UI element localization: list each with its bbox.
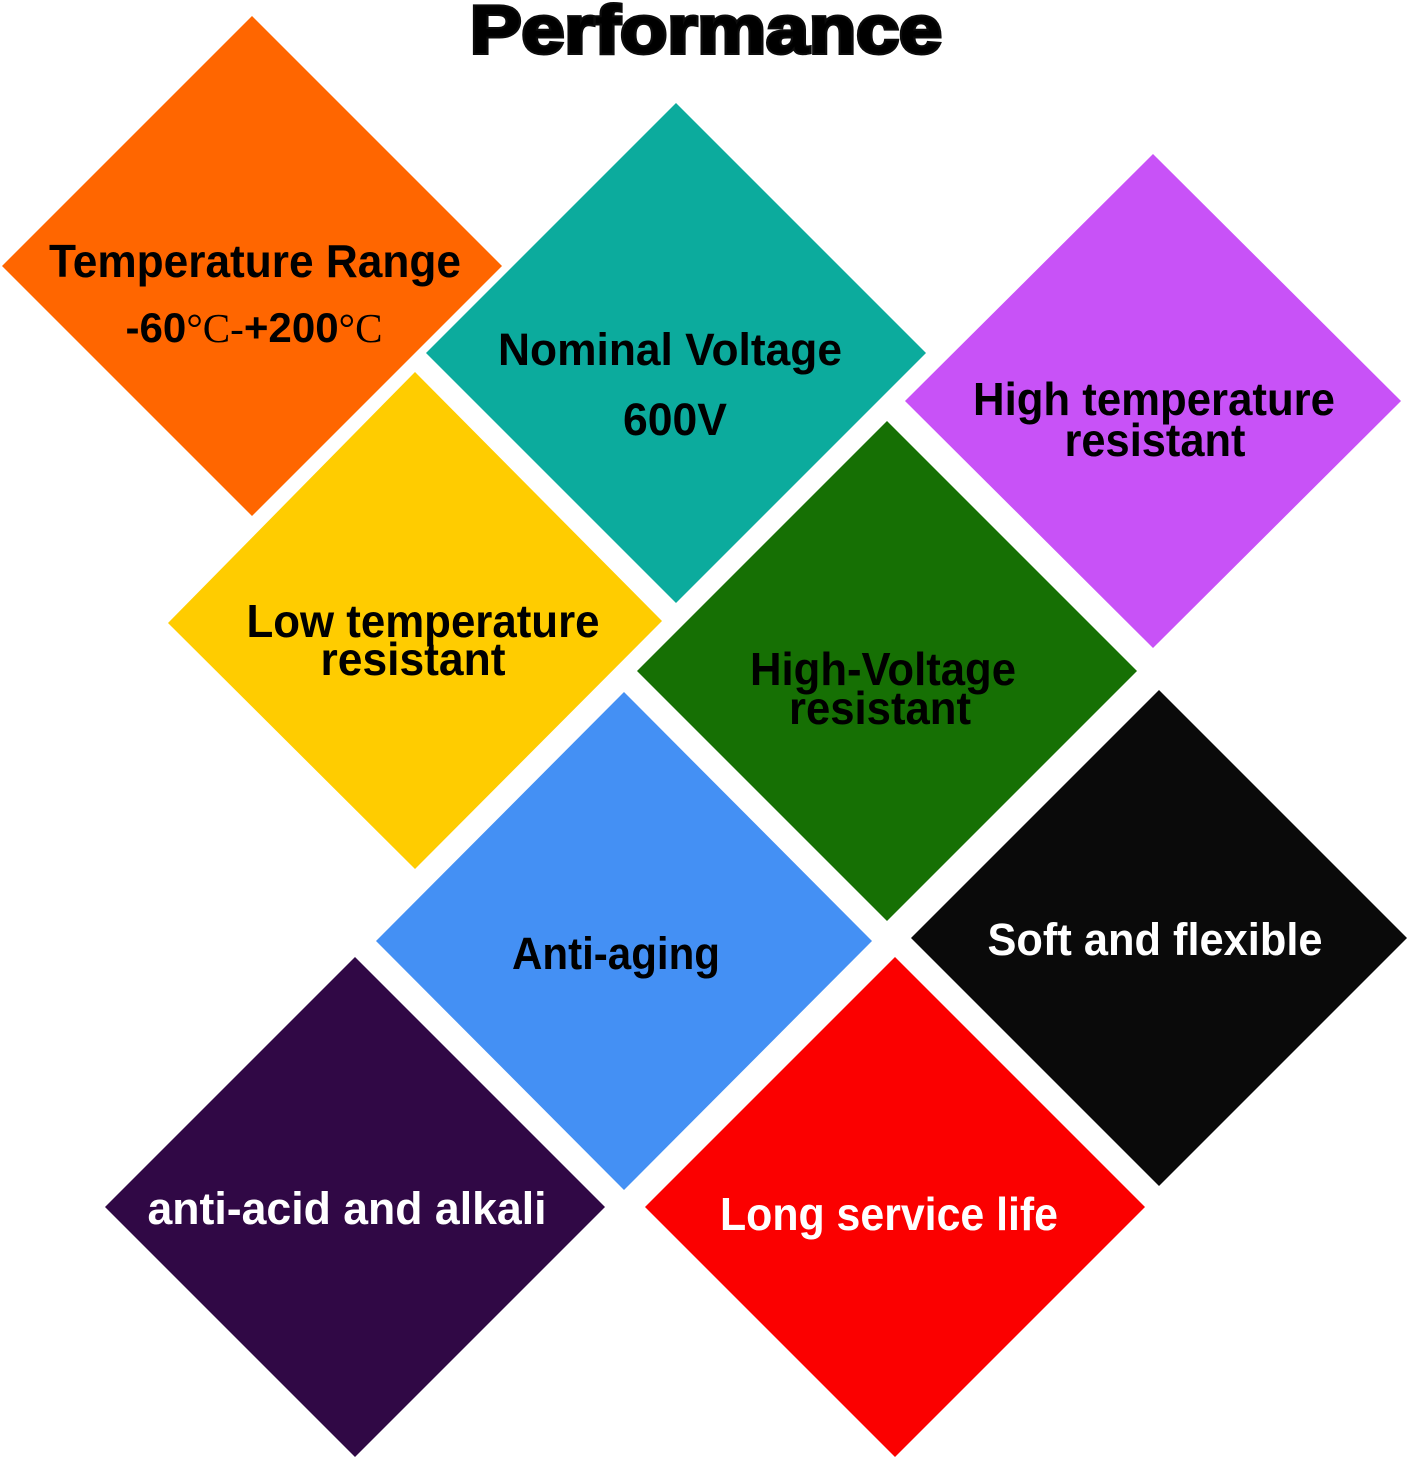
svg-text:Nominal Voltage: Nominal Voltage <box>498 324 842 375</box>
svg-text:Temperature Range: Temperature Range <box>49 235 461 287</box>
svg-text:resistant: resistant <box>321 633 506 685</box>
svg-text:Anti-aging: Anti-aging <box>512 928 720 979</box>
svg-text:High-Voltage: High-Voltage <box>750 643 1016 695</box>
svg-text:Long service life: Long service life <box>720 1188 1058 1240</box>
svg-text:Soft and flexible: Soft and flexible <box>988 914 1323 965</box>
svg-text:resistant: resistant <box>1065 414 1246 466</box>
svg-text:Performance: Performance <box>470 0 942 68</box>
svg-text:anti-acid and alkali: anti-acid and alkali <box>148 1183 547 1234</box>
svg-text:-60°C-+200°C: -60°C-+200°C <box>126 304 383 351</box>
svg-text:Low temperature: Low temperature <box>247 595 600 647</box>
svg-text:resistant: resistant <box>789 682 971 734</box>
svg-text:High temperature: High temperature <box>973 373 1335 425</box>
svg-text:600V: 600V <box>623 394 727 445</box>
